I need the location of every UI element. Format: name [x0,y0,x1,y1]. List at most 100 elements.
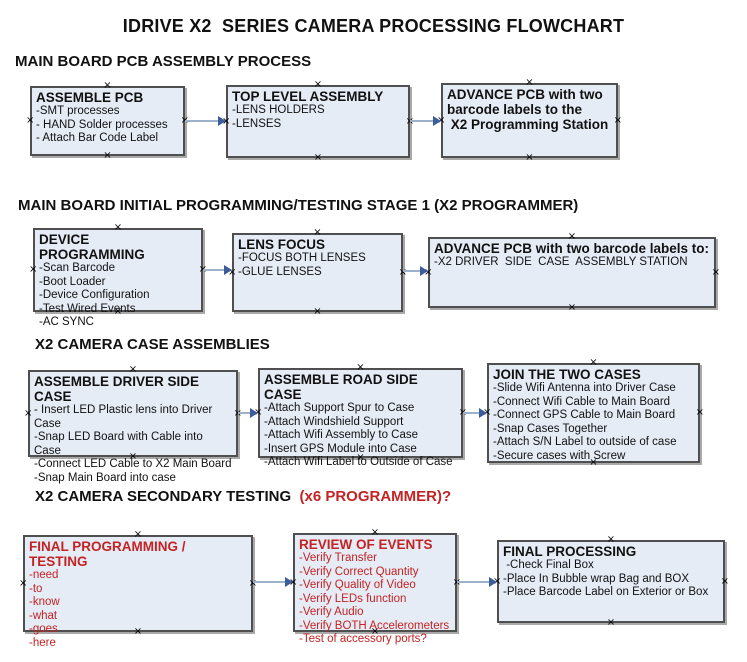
connection-point-bottom-icon[interactable]: × [133,626,143,637]
connection-point-right-icon[interactable]: × [711,266,720,278]
arrow-line [403,270,422,272]
box-items: -X2 DRIVER SIDE CASE ASSEMBLY STATION [434,256,710,270]
connection-point-bottom-icon[interactable]: × [313,306,322,317]
connection-point-top-icon[interactable]: × [103,80,112,91]
arrow-head-icon [218,116,226,126]
flow-box-advance-pcb-programming-station[interactable]: ADVANCE PCB with two barcode labels to t… [437,78,622,163]
flow-box-review-of-events[interactable]: REVIEW OF EVENTS -Verify Transfer-Verify… [289,528,461,646]
connection-point-top-icon[interactable]: × [313,227,322,238]
connector-arrow[interactable] [457,577,497,587]
box-title: ADVANCE PCB with two barcode labels to: [434,241,710,256]
connection-point-top-icon[interactable]: × [133,529,143,540]
box-item: -LENS HOLDERS [232,104,325,117]
box-items: -Check Final Box-Place In Bubble wrap Ba… [503,559,719,600]
connection-point-right-icon[interactable]: × [695,407,704,418]
box-item: -Connect GPS Cable to Main Board [493,409,676,422]
flow-box-lens-focus[interactable]: LENS FOCUS -FOCUS BOTH LENSES-GLUE LENSE… [228,228,407,317]
arrow-line [203,269,226,271]
box-item: -SMT processes [36,105,120,118]
connection-point-top-icon[interactable]: × [525,77,534,88]
section-header-secondary-testing: X2 CAMERA SECONDARY TESTING (x6 PROGRAMM… [35,488,451,505]
connection-point-bottom-icon[interactable]: × [370,626,380,637]
connection-point-right-icon[interactable]: × [199,265,207,275]
arrow-line [185,120,220,122]
connection-point-top-icon[interactable]: × [113,222,123,233]
connection-point-left-icon[interactable]: × [29,264,38,275]
box-item: -what [29,609,58,622]
connection-point-bottom-icon[interactable]: × [113,306,123,317]
connection-point-left-icon[interactable]: × [483,407,492,418]
connection-point-top-icon[interactable]: × [589,357,598,368]
arrow-head-icon [489,577,497,587]
box-item: -Attach Support Spur to Case [264,402,415,415]
box-item: -Place Barcode Label on Exterior or Box [503,586,709,599]
flow-box-final-programming-testing[interactable]: FINAL PROGRAMMING / TESTING -need-to-kno… [19,530,257,650]
connection-point-right-icon[interactable]: × [613,114,622,126]
box-items: -Verify Transfer-Verify Correct Quantity… [299,552,451,647]
connection-point-top-icon[interactable]: × [567,231,577,242]
connection-point-left-icon[interactable]: × [26,115,35,126]
connection-point-left-icon[interactable]: × [254,407,263,418]
connector-arrow[interactable] [463,408,487,418]
flow-box-device-programming[interactable]: DEVICE PROGRAMMING -Scan Barcode-Boot Lo… [29,223,207,329]
flow-box-join-the-two-cases[interactable]: JOIN THE TWO CASES -Slide Wifi Antenna i… [483,358,704,468]
connection-point-bottom-icon[interactable]: × [103,150,112,161]
flow-box-top-level-assembly[interactable]: TOP LEVEL ASSEMBLY -LENS HOLDERS-LENSES … [222,80,414,163]
flow-box-final-processing[interactable]: FINAL PROCESSING -Check Final Box-Place … [493,535,729,628]
box-title: LENS FOCUS [238,237,326,252]
connection-point-top-icon[interactable]: × [313,79,323,90]
connection-point-right-icon[interactable]: × [406,116,414,126]
box-item: -AC SYNC [39,316,94,329]
box-title: TOP LEVEL ASSEMBLY [232,89,384,104]
connector-arrow[interactable] [403,266,428,276]
section-header-case-assemblies: X2 CAMERA CASE ASSEMBLIES [35,336,270,353]
connection-point-left-icon[interactable]: × [437,114,446,126]
connection-point-top-icon[interactable]: × [370,527,380,538]
connection-point-right-icon[interactable]: × [459,408,467,418]
connection-point-right-icon[interactable]: × [181,116,189,126]
box-item: - Insert LED Plastic lens into Driver Ca… [34,404,216,430]
arrow-line [457,581,491,583]
connection-point-top-icon[interactable]: × [128,364,138,375]
arrow-line [410,120,435,122]
connection-point-bottom-icon[interactable]: × [313,152,323,163]
arrow-head-icon [479,408,487,418]
connection-point-bottom-icon[interactable]: × [589,457,598,468]
connection-point-bottom-icon[interactable]: × [606,617,616,628]
flow-box-assemble-pcb[interactable]: ASSEMBLE PCB -SMT processes- HAND Solder… [26,81,189,161]
connection-point-top-icon[interactable]: × [356,362,365,373]
flow-box-advance-pcb-driver-side-station[interactable]: ADVANCE PCB with two barcode labels to: … [424,232,720,313]
connection-point-bottom-icon[interactable]: × [128,451,138,462]
flow-box-assemble-road-side-case[interactable]: ASSEMBLE ROAD SIDE CASE -Attach Support … [254,363,467,469]
connection-point-bottom-icon[interactable]: × [567,302,577,313]
connector-arrow[interactable] [185,116,226,126]
connection-point-bottom-icon[interactable]: × [356,452,365,463]
connection-point-bottom-icon[interactable]: × [525,152,534,163]
flow-box-assemble-driver-side-case[interactable]: ASSEMBLE DRIVER SIDE CASE - Insert LED P… [24,365,242,485]
connector-arrow[interactable] [410,116,441,126]
connection-point-left-icon[interactable]: × [228,266,237,278]
connection-point-left-icon[interactable]: × [222,115,231,127]
connection-point-left-icon[interactable]: × [19,577,28,589]
arrow-head-icon [224,265,232,275]
connection-point-left-icon[interactable]: × [424,266,433,278]
connector-arrow[interactable] [253,577,293,587]
box-item: -Connect Wifi Cable to Main Board [493,395,671,408]
connector-arrow[interactable] [238,408,258,418]
box-item: -Attach S/N Label to outside of case [493,436,677,449]
connection-point-left-icon[interactable]: × [24,407,33,419]
box-item: -here [29,637,56,650]
box-title: ASSEMBLE ROAD SIDE CASE [264,372,422,403]
box-item: - HAND Solder processes [36,118,168,131]
connection-point-right-icon[interactable]: × [720,575,729,587]
connector-arrow[interactable] [203,265,232,275]
connection-point-right-icon[interactable]: × [398,266,407,278]
connection-point-right-icon[interactable]: × [453,577,461,587]
connection-point-top-icon[interactable]: × [606,534,616,545]
connection-point-right-icon[interactable]: × [234,408,242,418]
box-item: -Boot Loader [39,275,106,288]
box-item: - Attach Bar Code Label [36,132,159,145]
connection-point-right-icon[interactable]: × [248,577,257,589]
connection-point-left-icon[interactable]: × [493,575,502,587]
connection-point-left-icon[interactable]: × [289,576,298,588]
